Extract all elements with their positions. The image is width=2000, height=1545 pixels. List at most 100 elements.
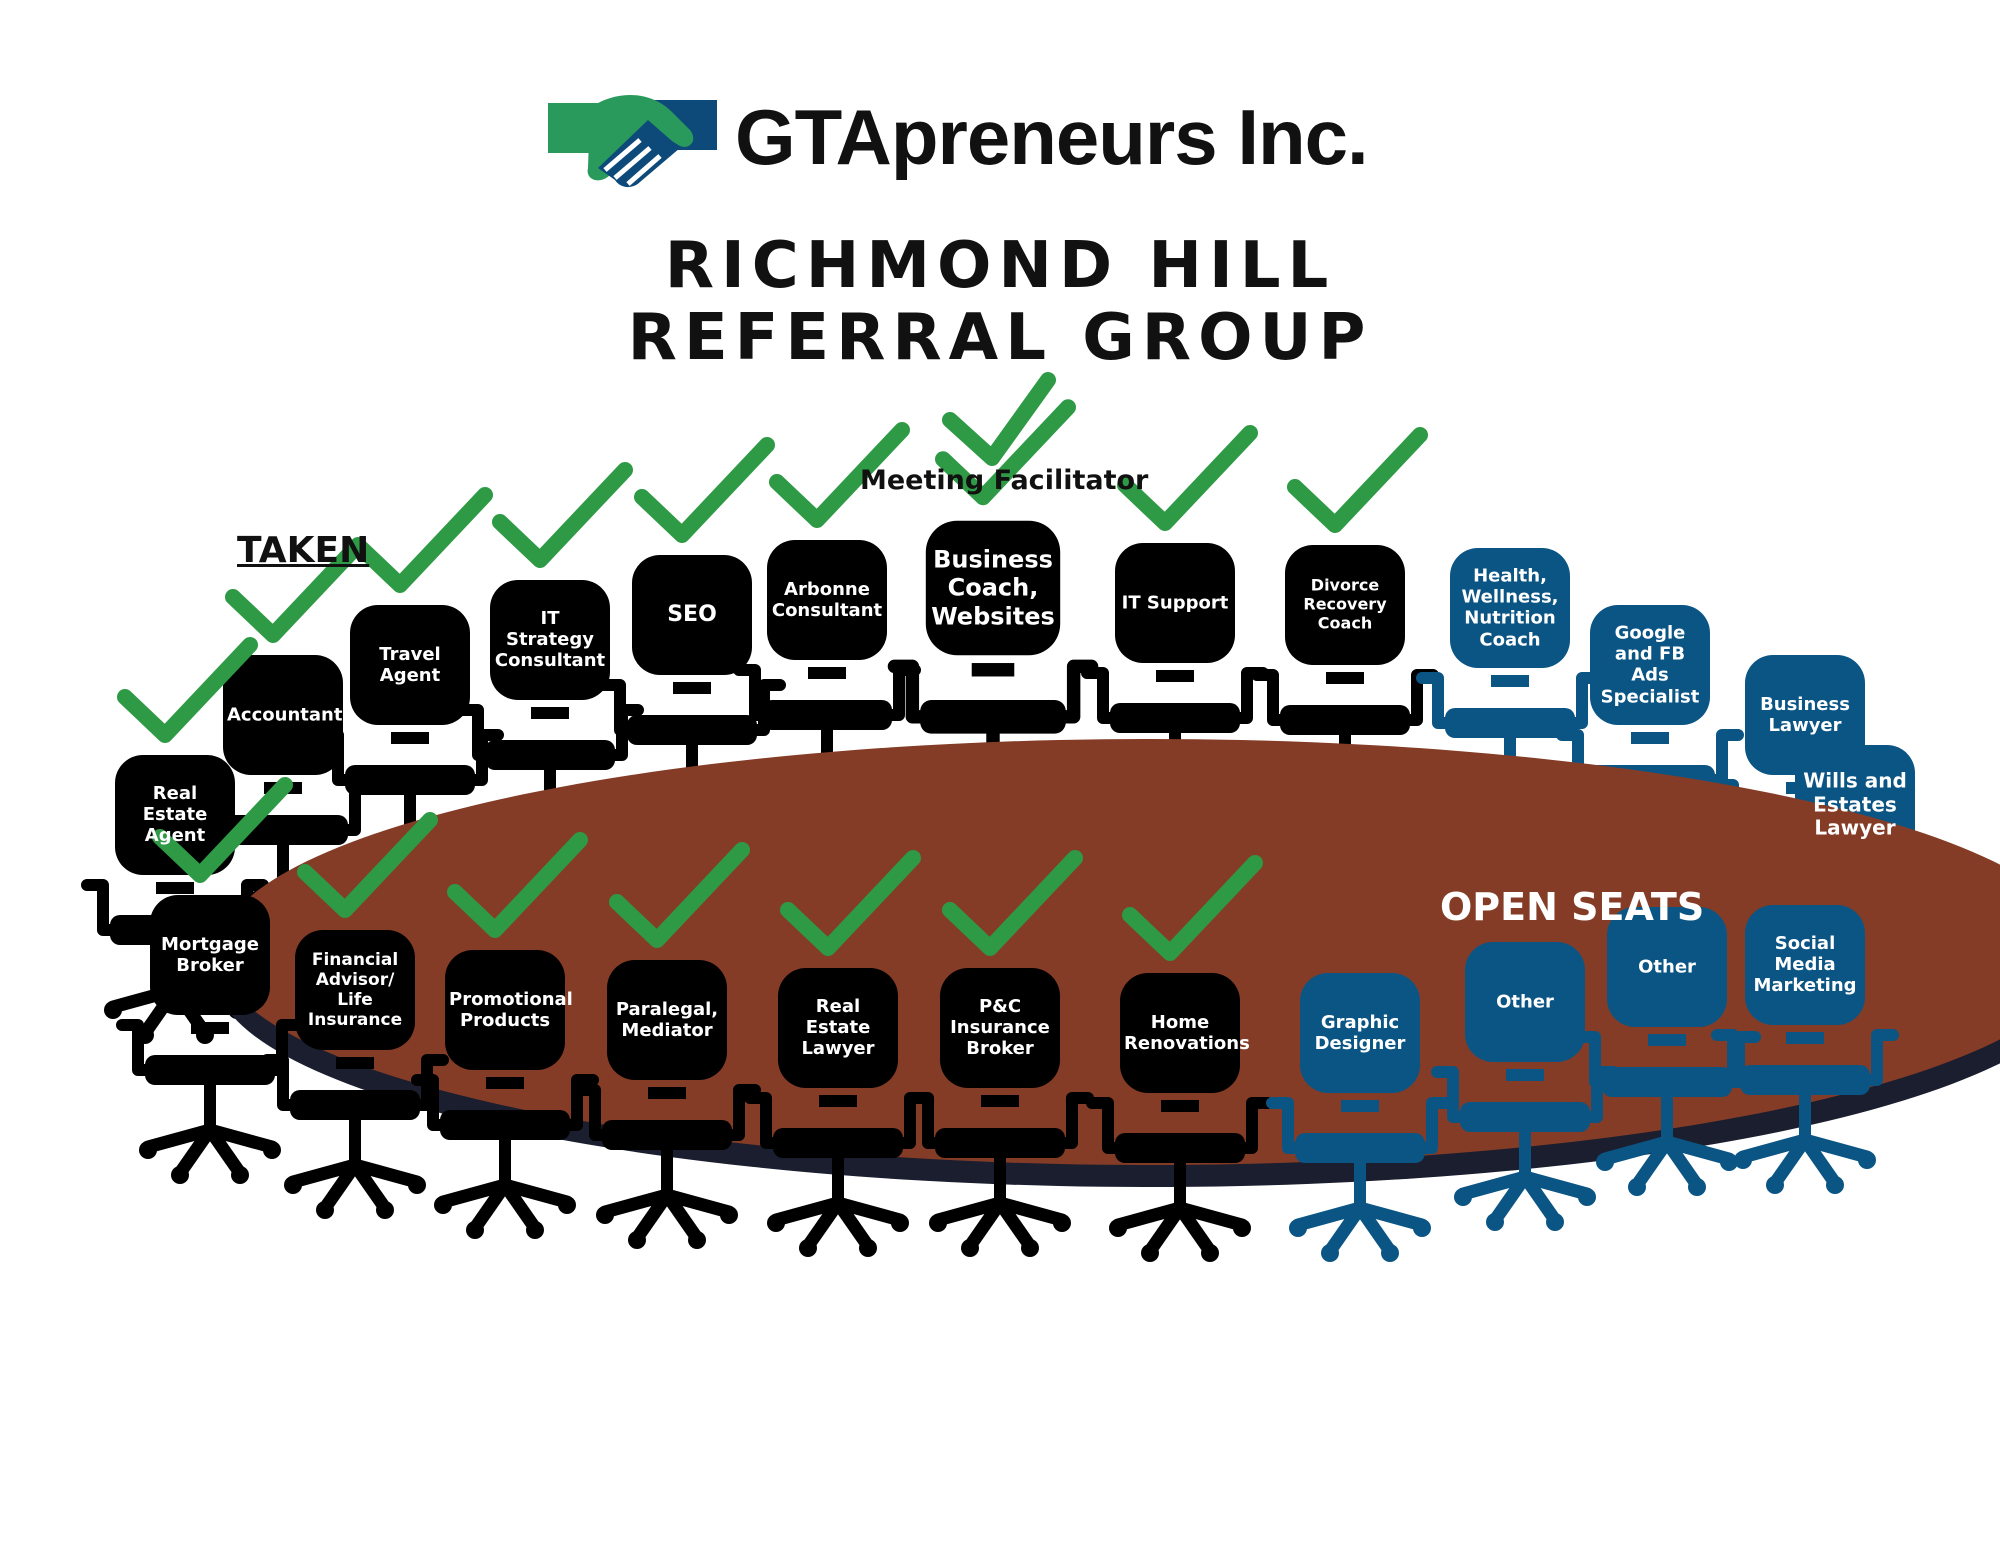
chair-seat	[345, 765, 475, 795]
chair-backrest	[607, 960, 727, 1080]
chair-seat	[1295, 1133, 1425, 1163]
chair-armrests	[887, 659, 1099, 724]
chair-backrest	[1285, 545, 1405, 665]
checkmark-icon	[609, 842, 750, 948]
chair-seat	[1460, 1102, 1590, 1132]
seat-label: Business Lawyer	[1760, 693, 1850, 736]
seat-label: Health, Wellness, Nutrition Coach	[1461, 565, 1559, 651]
checkmark-icon	[152, 777, 293, 883]
chair-connector	[648, 1087, 686, 1099]
chair-seat	[762, 700, 892, 730]
chair-connector	[1631, 732, 1669, 744]
seat-label: SEO	[667, 602, 717, 628]
chair-armrests	[906, 1092, 1094, 1149]
chair-connector	[673, 682, 711, 694]
seat-label: Real Estate Agent	[142, 783, 208, 847]
chair-backrest	[295, 930, 415, 1050]
chair-seat	[1110, 703, 1240, 733]
chair-connector	[1506, 1069, 1544, 1081]
chair-seat	[920, 700, 1066, 734]
chair-base	[1596, 1092, 1738, 1196]
chair-connector	[1161, 1100, 1199, 1112]
chair-seat	[627, 715, 757, 745]
seat-label: Google and FB Ads Specialist	[1600, 622, 1700, 708]
chair-14	[116, 895, 304, 1184]
chair-seat	[145, 1055, 275, 1085]
chair-backrest	[1120, 973, 1240, 1093]
chair-21	[1266, 973, 1454, 1262]
chair-armrests	[573, 1084, 761, 1141]
chair-backrest	[925, 520, 1061, 656]
chair-armrests	[116, 1019, 304, 1076]
checkmark-icon	[780, 850, 921, 956]
chair-seat	[935, 1128, 1065, 1158]
chair-seat	[1602, 1067, 1732, 1097]
chair-connector	[191, 1022, 229, 1034]
chair-connector	[1156, 670, 1194, 682]
chair-22	[1431, 942, 1619, 1231]
chair-base	[1109, 1158, 1251, 1262]
chair-backrest	[1450, 548, 1570, 668]
seat-label: Real Estate Lawyer	[801, 996, 875, 1060]
chair-16	[411, 950, 599, 1239]
checkmark-icon	[447, 832, 588, 938]
seat-label: Business Coach, Websites	[931, 545, 1055, 631]
chair-backrest	[1745, 905, 1865, 1025]
chair-seat	[1445, 708, 1575, 738]
chair-20	[1086, 973, 1274, 1262]
chair-connector	[1491, 675, 1529, 687]
chair-seat	[602, 1120, 732, 1150]
seat-label: IT Strategy Consultant	[494, 608, 606, 672]
chair-connector	[391, 732, 429, 744]
chair-backrest	[1115, 543, 1235, 663]
chair-backrest	[940, 968, 1060, 1088]
chair-seat	[773, 1128, 903, 1158]
checkmark-icon	[634, 437, 775, 543]
chair-armrests	[1266, 1097, 1454, 1154]
chair-backrest	[445, 950, 565, 1070]
chair-connector	[981, 1095, 1019, 1107]
chair-backrest	[1300, 973, 1420, 1093]
chair-base	[929, 1153, 1071, 1257]
checkmark-icon	[769, 422, 910, 528]
chair-connector	[336, 1057, 374, 1069]
checkmark-icon	[297, 812, 438, 918]
chair-connector	[1786, 1032, 1824, 1044]
facilitator-label: Meeting Facilitator	[860, 465, 1149, 496]
seat-label: P&C Insurance Broker	[950, 996, 1050, 1060]
checkmark-icon	[352, 487, 493, 593]
chair-backrest	[1607, 907, 1727, 1027]
chair-backrest	[1590, 605, 1710, 725]
seat-label: Home Renovations	[1124, 1011, 1250, 1054]
chair-armrests	[411, 1074, 599, 1131]
chair-connector	[486, 1077, 524, 1089]
chair-backrest	[150, 895, 270, 1015]
chair-base	[767, 1153, 909, 1257]
chair-base	[284, 1115, 426, 1219]
checkmark-icon	[1117, 425, 1258, 531]
chair-base	[139, 1080, 281, 1184]
chair-base	[1454, 1127, 1596, 1231]
checkmark-icon	[942, 850, 1083, 956]
checkmark-icon	[1287, 427, 1428, 533]
open-seats-label: OPEN SEATS	[1440, 885, 1705, 929]
checkmark-icon	[492, 462, 633, 568]
chair-backrest	[490, 580, 610, 700]
chair-seat	[290, 1090, 420, 1120]
checkmark-icon	[117, 637, 258, 743]
chair-17	[573, 960, 761, 1249]
seat-label: Financial Advisor/ Life Insurance	[307, 949, 403, 1031]
chair-base	[596, 1145, 738, 1249]
chair-base	[1734, 1090, 1876, 1194]
seat-label: Paralegal, Mediator	[615, 998, 719, 1041]
brand-name: GTApreneurs Inc.	[735, 93, 1369, 181]
chair-seat	[1115, 1133, 1245, 1163]
chair-backrest	[223, 655, 343, 775]
chair-base	[1289, 1158, 1431, 1262]
seat-label: IT Support	[1121, 592, 1229, 614]
handshake-icon	[548, 94, 717, 188]
checkmark-icon	[1122, 855, 1263, 961]
chair-seat	[440, 1110, 570, 1140]
chair-23	[1573, 907, 1761, 1196]
chair-backrest	[632, 555, 752, 675]
